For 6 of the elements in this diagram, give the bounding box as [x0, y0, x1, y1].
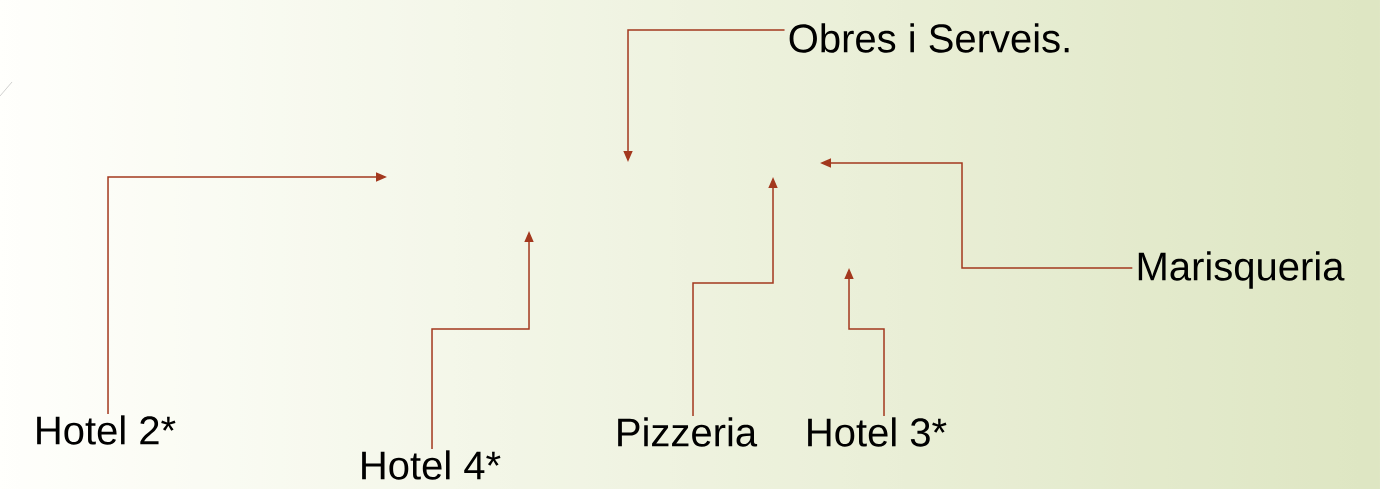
callout-label: Hotel 4* — [362, 450, 501, 480]
callout-label: Hotel 3* — [808, 417, 947, 447]
callout-label: Pizzeria — [618, 417, 758, 447]
callout-label: Hotel 2* — [37, 415, 176, 445]
callout-label: Marisqueria — [1138, 251, 1345, 289]
callout-label: Obres i Serveis. — [789, 23, 1069, 53]
